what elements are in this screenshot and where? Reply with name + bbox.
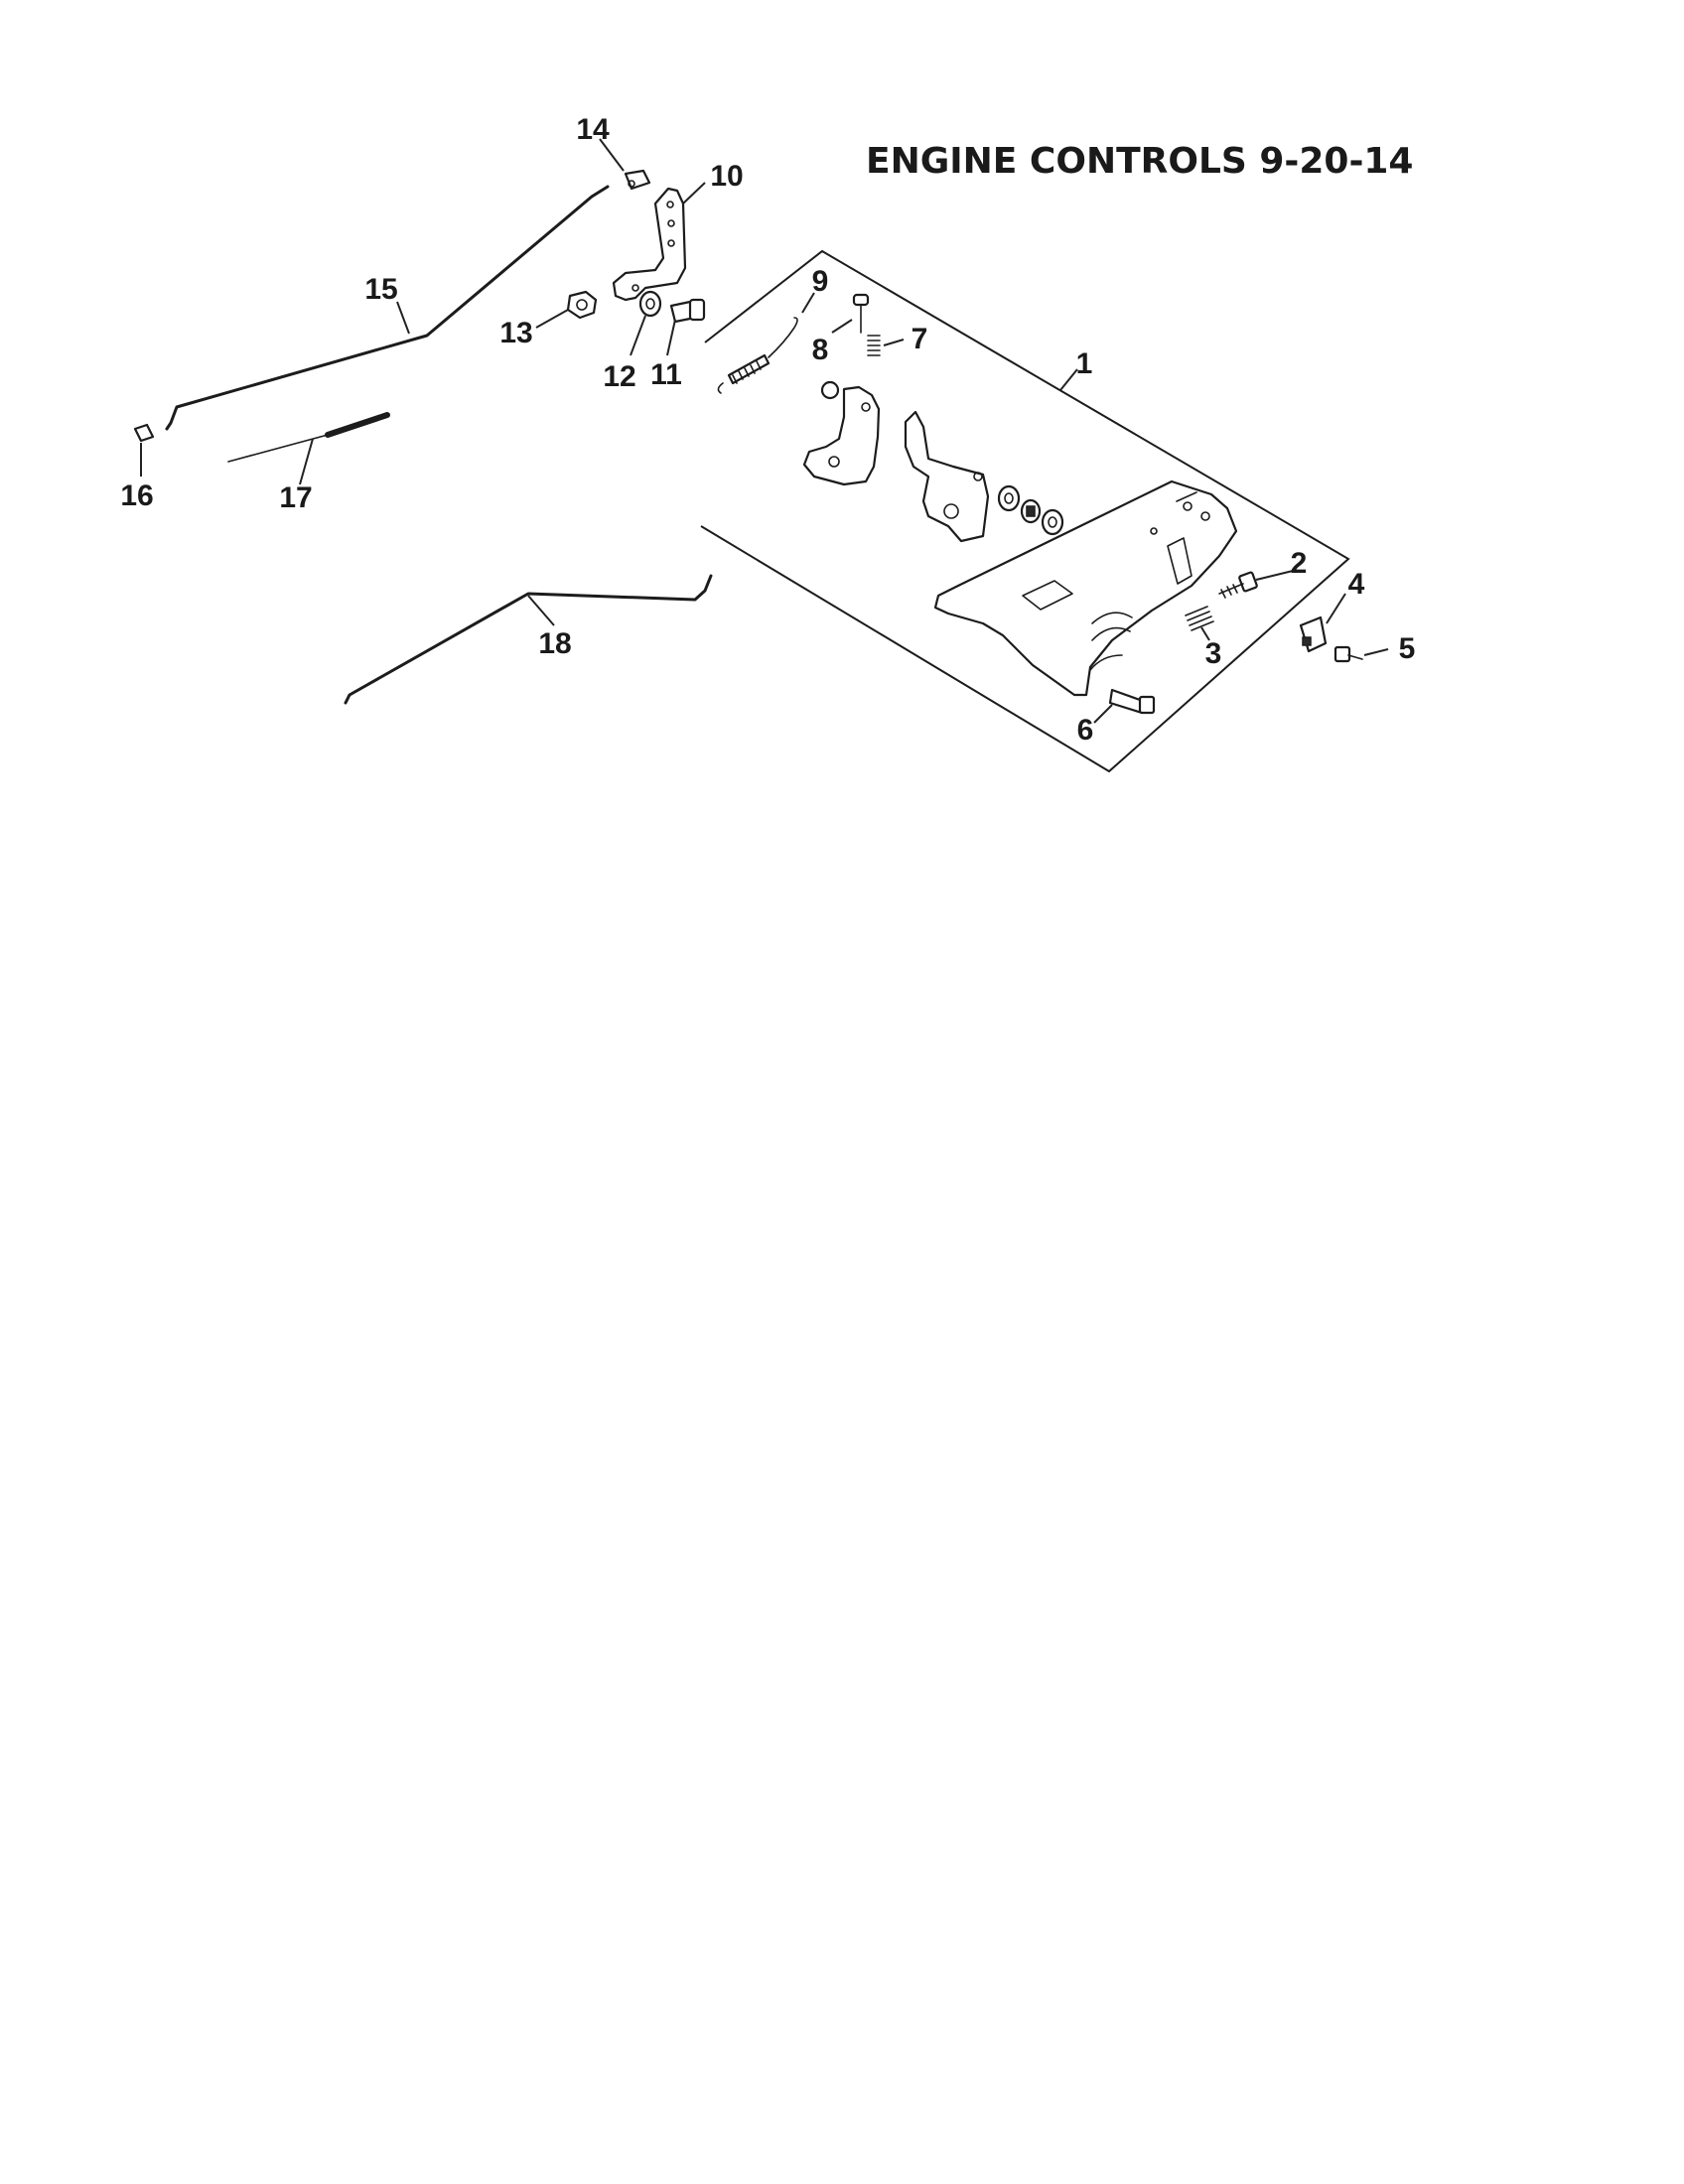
throttle-lever [802, 380, 990, 543]
compression-spring-7 [867, 335, 881, 356]
callout-4: 4 [1348, 568, 1365, 601]
callout-5: 5 [1399, 632, 1416, 665]
callout-11: 11 [650, 358, 682, 391]
tension-spring [717, 317, 798, 394]
nut-13 [566, 290, 598, 320]
callout-9: 9 [812, 265, 829, 298]
clip-14 [624, 169, 651, 191]
assembly-boundary [700, 249, 1350, 773]
screw-8 [852, 293, 870, 334]
callout-3: 3 [1205, 637, 1222, 670]
choke-rod-18 [344, 574, 713, 705]
leader-lines [140, 138, 1389, 724]
callout-10: 10 [710, 160, 743, 193]
callout-2: 2 [1291, 547, 1308, 580]
callout-12: 12 [603, 360, 635, 393]
spring-3 [1185, 606, 1214, 631]
washer-12 [638, 290, 662, 318]
callout-1: 1 [1076, 347, 1093, 380]
callout-13: 13 [499, 317, 532, 349]
callout-14: 14 [576, 113, 610, 146]
throttle-rod-15 [165, 185, 610, 431]
washers [997, 484, 1064, 536]
bolt-6 [1108, 688, 1156, 715]
callout-18: 18 [538, 627, 571, 660]
callout-15: 15 [364, 273, 397, 306]
cable-spring-17 [227, 412, 390, 463]
clip-4 [1299, 615, 1328, 653]
control-bracket-plate [933, 479, 1238, 697]
callout-6: 6 [1077, 714, 1094, 747]
diagram-title: ENGINE CONTROLS 9-20-14 [866, 141, 1413, 182]
callout-16: 16 [120, 479, 153, 512]
callout-7: 7 [912, 323, 928, 355]
callout-17: 17 [279, 481, 312, 514]
callout-labels: 1 2 3 4 5 6 7 8 9 10 11 12 13 14 15 16 1… [120, 113, 1415, 747]
ferrule-16 [133, 423, 155, 443]
bolt-11 [669, 298, 706, 324]
control-arm-10 [612, 187, 687, 302]
callout-8: 8 [812, 334, 829, 366]
screw-5 [1333, 645, 1363, 663]
bolt-2 [1218, 571, 1258, 599]
